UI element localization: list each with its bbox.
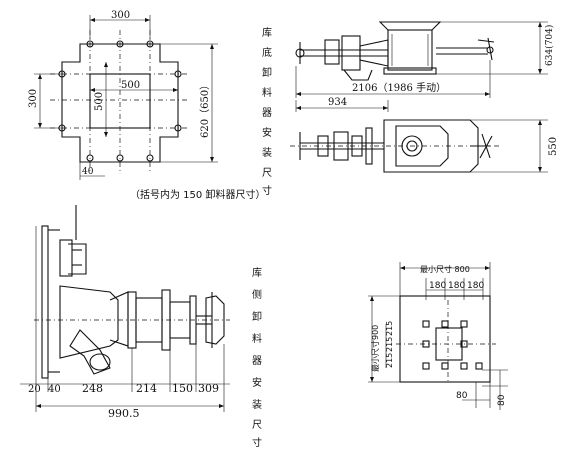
- note-150-dimensions: （括号内为 150 卸料器尺寸）: [130, 188, 265, 201]
- dim-934: 934: [328, 97, 347, 108]
- svg-text:寸: 寸: [262, 184, 272, 197]
- dim-215-c: 215: [385, 321, 394, 336]
- dim-500-horizontal: 500: [121, 80, 140, 91]
- dim-214: 214: [136, 382, 157, 395]
- side-discharger-wall-opening: 最小尺寸 800 180 180 180 最小尺寸900: [368, 262, 508, 410]
- dim-180-a: 180: [429, 281, 446, 291]
- dim-990-5: 990.5: [108, 407, 140, 420]
- dim-180-c: 180: [467, 281, 484, 291]
- svg-text:安: 安: [252, 376, 262, 389]
- bottom-discharger-flange-plan: 300 500 300 500 620（650） 40: [28, 10, 218, 180]
- svg-text:库: 库: [252, 266, 262, 279]
- svg-text:尺: 尺: [262, 167, 272, 179]
- dim-500-vertical: 500: [94, 92, 105, 111]
- svg-text:料: 料: [252, 332, 262, 345]
- title-side-discharger: 库 侧 卸 料 器 安 装 尺 寸: [252, 266, 262, 449]
- svg-text:装: 装: [262, 146, 272, 159]
- dim-620-650: 620（650）: [199, 80, 211, 138]
- svg-text:侧: 侧: [252, 288, 262, 301]
- dim-40-side: 40: [48, 384, 61, 395]
- bottom-discharger-plan: 550: [290, 119, 559, 173]
- dim-40: 40: [82, 167, 94, 177]
- dim-min-800: 最小尺寸 800: [420, 264, 470, 274]
- dim-215-a: 215: [385, 353, 394, 368]
- svg-text:器: 器: [262, 107, 272, 119]
- dim-180-b: 180: [448, 281, 465, 291]
- svg-text:底: 底: [262, 46, 272, 59]
- dim-309: 309: [198, 382, 219, 395]
- title-bottom-discharger: 库 底 卸 料 器 安 装 尺 寸: [262, 26, 272, 197]
- dim-215-b: 215: [385, 337, 394, 352]
- bottom-discharger-elevation: 634(704) 2106（1986 手动） 934: [295, 21, 555, 112]
- svg-text:卸: 卸: [252, 310, 262, 323]
- dim-550: 550: [548, 137, 559, 156]
- svg-text:器: 器: [252, 355, 262, 367]
- svg-text:料: 料: [262, 86, 272, 99]
- dim-min-900: 最小尺寸900: [370, 325, 380, 372]
- svg-text:装: 装: [252, 398, 262, 411]
- svg-text:尺: 尺: [252, 419, 262, 431]
- svg-text:寸: 寸: [252, 436, 262, 449]
- svg-text:卸: 卸: [262, 66, 272, 79]
- dim-80-horizontal: 80: [456, 391, 468, 401]
- dim-248: 248: [82, 382, 103, 395]
- svg-text:库: 库: [262, 26, 272, 39]
- dim-80-vertical: 80: [497, 394, 507, 406]
- side-discharger-elevation: 20 40 248 214 150 309 990.5: [20, 205, 230, 420]
- dim-300-left: 300: [28, 89, 39, 108]
- svg-text:安: 安: [262, 126, 272, 139]
- dim-150: 150: [172, 382, 193, 395]
- dim-2106: 2106（1986 手动）: [352, 81, 446, 94]
- dim-300-top: 300: [111, 10, 130, 21]
- dim-634-704: 634(704): [544, 25, 555, 66]
- dim-20: 20: [28, 384, 41, 395]
